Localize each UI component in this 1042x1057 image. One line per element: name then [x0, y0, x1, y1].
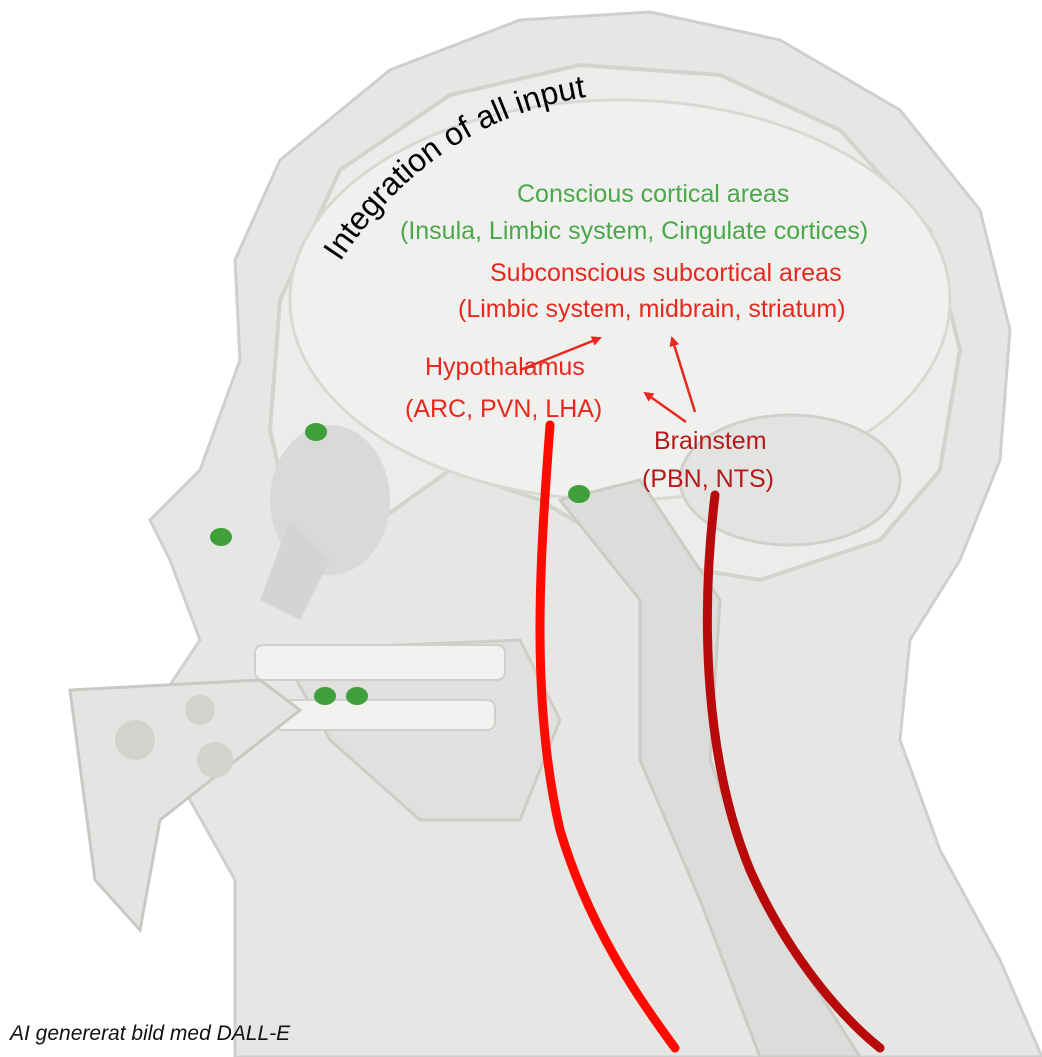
subconscious-areas-detail: (Limbic system, midbrain, striatum): [458, 297, 846, 322]
pepperoni: [197, 742, 233, 778]
sensory-point-eye: [305, 423, 327, 441]
upper-teeth: [255, 645, 505, 680]
conscious-areas-title: Conscious cortical areas: [517, 182, 789, 207]
sensory-point-ear: [568, 485, 590, 503]
brainstem-title: Brainstem: [654, 429, 767, 454]
sensory-point-mouth-right: [346, 687, 368, 705]
subconscious-areas-title: Subconscious subcortical areas: [490, 261, 842, 286]
pepperoni: [185, 695, 215, 725]
sensory-point-mouth-left: [314, 687, 336, 705]
hypothalamus-detail: (ARC, PVN, LHA): [405, 397, 602, 422]
hypothalamus-title: Hypothalamus: [425, 355, 585, 380]
conscious-areas-detail: (Insula, Limbic system, Cingulate cortic…: [400, 219, 868, 244]
sensory-point-nose: [210, 528, 232, 546]
lower-teeth: [275, 700, 495, 730]
brainstem-detail: (PBN, NTS): [642, 467, 774, 492]
pepperoni: [115, 720, 155, 760]
image-credit: AI genererat bild med DALL-E: [10, 1022, 290, 1046]
